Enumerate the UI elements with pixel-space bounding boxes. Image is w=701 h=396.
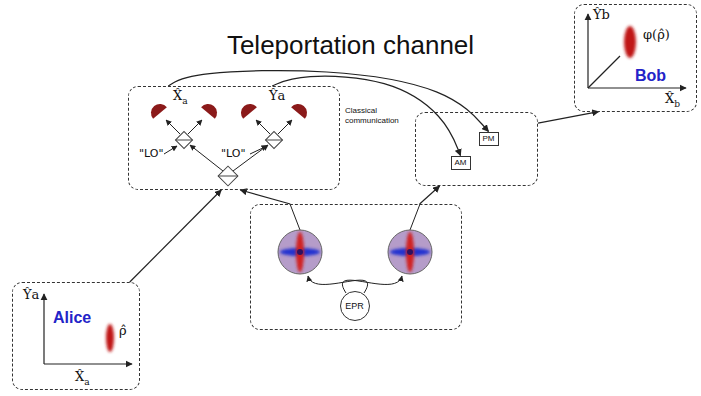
connector	[240, 190, 290, 204]
connector	[420, 186, 440, 204]
connector	[538, 112, 599, 124]
node-text: X̂a	[75, 369, 90, 387]
source-box: EPR	[250, 204, 462, 330]
node-text: Bob	[635, 67, 666, 85]
node-text: Alice	[53, 309, 91, 327]
state-blob	[624, 26, 636, 58]
connector	[168, 71, 488, 132]
connector	[272, 76, 460, 155]
detector	[147, 100, 310, 118]
node-text: Ŷa	[23, 287, 39, 302]
input-box: Ŷa ρ̂ X̂a Alice	[12, 282, 140, 390]
node-text: AM	[455, 158, 467, 167]
modulator-box: PM	[479, 132, 499, 146]
node-text: ρ̂	[119, 323, 127, 338]
node-text: X̂a	[173, 88, 188, 106]
modulator-box: AM	[451, 156, 471, 170]
measurement-box: X̂a Ŷa "LO" "LO"	[128, 86, 340, 190]
node-text: "LO"	[139, 147, 164, 160]
node-text: PM	[483, 134, 495, 143]
node-text: EPR	[345, 301, 364, 311]
node-text: Ŷb	[593, 7, 610, 22]
node-text: Ŷa	[269, 88, 285, 103]
modulation-box: AM PM	[415, 112, 538, 186]
beam-paths	[164, 120, 420, 230]
annotation: Classical communication	[345, 106, 407, 125]
alice-axes	[44, 294, 132, 364]
node-text: "LO"	[221, 147, 246, 160]
node-text: X̂b	[665, 91, 680, 109]
title: Teleportation channel	[0, 30, 701, 61]
state-blob	[106, 324, 114, 352]
beam-splitter	[176, 132, 283, 186]
source-circle: EPR	[340, 291, 370, 321]
output-box: Ŷb φ(ρ̂) X̂b Bob	[574, 4, 697, 112]
connector	[130, 190, 222, 282]
bob-axes	[588, 14, 686, 88]
squeezed-mode	[278, 230, 432, 274]
node-text: φ(ρ̂)	[643, 27, 670, 42]
